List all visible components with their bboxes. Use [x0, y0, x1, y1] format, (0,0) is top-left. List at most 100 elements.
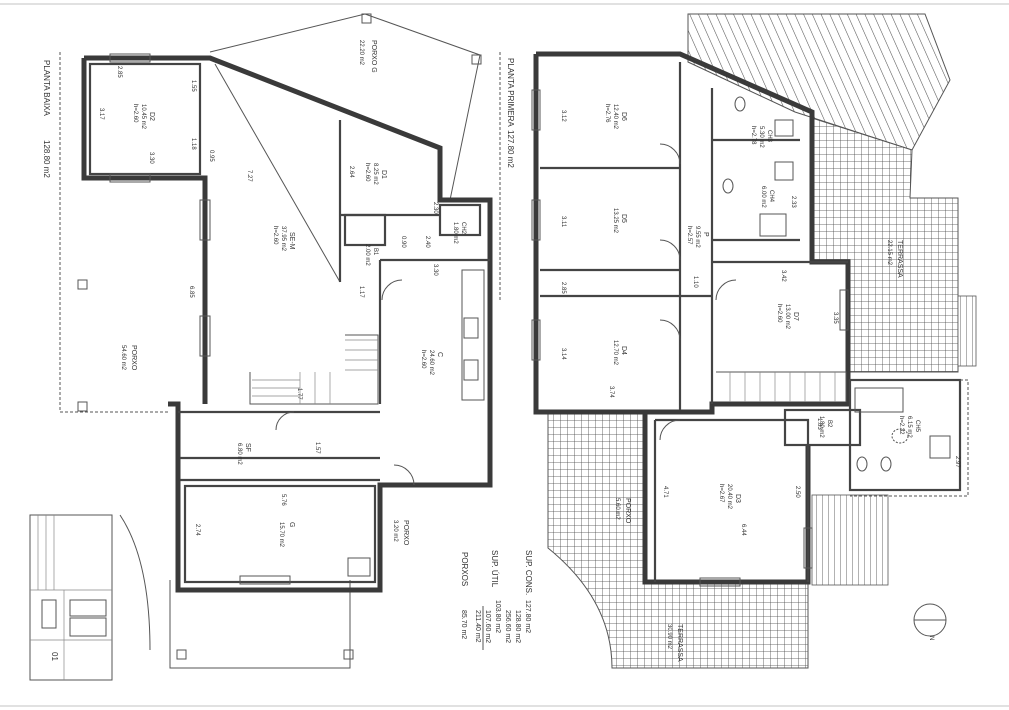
svg-text:9.55 m2: 9.55 m2 [694, 226, 700, 248]
summary-row-util-b: 107.60 m2 [484, 610, 491, 643]
svg-text:PORXO G: PORXO G [370, 40, 377, 73]
svg-text:7.27: 7.27 [246, 170, 252, 182]
svg-text:6.15 m2: 6.15 m2 [906, 416, 912, 438]
room-label-porxo-main: PORXO 54.60 m2 [120, 345, 137, 371]
svg-text:3.14: 3.14 [560, 348, 566, 360]
svg-text:12.40 m2: 12.40 m2 [612, 104, 618, 130]
first-floor-dimensions: 3.12 3.11 2.85 3.14 3.74 1.10 3.42 3.35 … [560, 110, 960, 536]
ground-floor-plan [59, 13, 493, 669]
svg-text:30.90 m2: 30.90 m2 [666, 624, 672, 650]
ground-floor-dimensions: 2.85 3.17 3.30 1.55 1.18 0.95 2.64 2.30 … [98, 66, 438, 536]
svg-text:2.50: 2.50 [794, 486, 800, 498]
summary-row-util-a: 103.80 m2 [494, 600, 501, 633]
ground-floor-area: 128.80 m2 [42, 140, 51, 178]
first-floor-plan [499, 13, 977, 669]
room-label-b2: B2 1.80 m2 [818, 416, 832, 438]
svg-text:SF: SF [244, 443, 251, 452]
svg-text:h=2.76: h=2.76 [604, 104, 610, 123]
svg-text:4.71: 4.71 [662, 486, 668, 498]
svg-text:CH2: CH2 [460, 222, 466, 235]
svg-text:8.25 m2: 8.25 m2 [372, 163, 378, 185]
room-label-porxo-g: PORXO G 22.20 m2 [358, 40, 377, 73]
svg-text:12.70 m2: 12.70 m2 [612, 340, 618, 366]
surface-summary: SUP. CONS. 127.80 m2 128.80 m2 256.60 m2… [460, 550, 533, 650]
room-label-c: C 24.60 m2 h=2.60 [420, 350, 443, 376]
svg-text:h=2.60: h=2.60 [364, 163, 370, 182]
svg-text:10.45 m2: 10.45 m2 [140, 104, 146, 130]
summary-row-cons-b: 128.80 m2 [514, 610, 521, 643]
svg-text:h=2.60: h=2.60 [132, 104, 138, 123]
svg-text:3.17: 3.17 [98, 108, 104, 120]
svg-text:1.80 m2: 1.80 m2 [818, 416, 824, 438]
svg-text:h=2.67: h=2.67 [718, 484, 724, 503]
svg-text:6.85: 6.85 [188, 286, 194, 298]
svg-text:6.00 m2: 6.00 m2 [760, 186, 766, 208]
svg-text:2.00 m2: 2.00 m2 [364, 244, 370, 266]
room-label-porxo-small: PORXO 3.20 m2 [392, 520, 409, 546]
svg-text:G: G [288, 522, 295, 527]
room-label-p: P 9.55 m2 h=2.57 [686, 226, 709, 248]
title-block: 01 [29, 514, 113, 681]
svg-text:B2: B2 [826, 420, 832, 428]
svg-text:20.40 m2: 20.40 m2 [726, 484, 732, 510]
svg-text:3.11: 3.11 [560, 216, 566, 228]
room-label-ch2: CH2 1.80 m2 [452, 222, 466, 244]
svg-text:3.42: 3.42 [780, 270, 786, 282]
svg-text:1.17: 1.17 [358, 286, 364, 298]
svg-text:h=2.60: h=2.60 [420, 350, 426, 369]
svg-text:CH3: CH3 [766, 130, 772, 143]
sheet-number: 01 [50, 652, 59, 661]
room-label-b1: B1 2.00 m2 [364, 244, 378, 266]
svg-text:54.60 m2: 54.60 m2 [120, 345, 126, 371]
room-label-d1: D1 8.25 m2 h=2.60 [364, 163, 387, 185]
svg-text:1.80 m2: 1.80 m2 [452, 222, 458, 244]
svg-text:1.10: 1.10 [692, 276, 698, 288]
svg-text:TERRASSA: TERRASSA [676, 624, 683, 662]
svg-text:2.40: 2.40 [424, 236, 430, 248]
svg-text:22.20 m2: 22.20 m2 [358, 40, 364, 66]
room-label-se-m: SE-M 37.95 m2 h=2.60 [272, 226, 295, 252]
svg-text:D7: D7 [792, 312, 799, 321]
svg-text:D2: D2 [148, 112, 155, 121]
svg-text:3.20 m2: 3.20 m2 [392, 520, 398, 542]
summary-row-cons-a: 127.80 m2 [524, 600, 531, 633]
svg-text:1.77: 1.77 [296, 388, 302, 400]
svg-text:24.60 m2: 24.60 m2 [428, 350, 434, 376]
summary-row-porxos-label: PORXOS [460, 552, 469, 586]
room-label-d4: D4 12.70 m2 [612, 340, 627, 366]
svg-text:5.60 m2: 5.60 m2 [614, 498, 620, 520]
room-label-ch5: CH5 6.15 m2 h=2.32 [898, 416, 920, 438]
room-label-d3: D3 20.40 m2 h=2.67 [718, 484, 741, 510]
svg-text:5.76: 5.76 [280, 494, 286, 506]
svg-text:0.90: 0.90 [400, 236, 406, 248]
summary-row-porxos-a: 85.70 m2 [460, 610, 467, 639]
svg-text:D3: D3 [734, 494, 741, 503]
svg-text:1.57: 1.57 [314, 442, 320, 454]
svg-text:SE-M: SE-M [288, 232, 295, 250]
summary-row-cons-total: 256.60 m2 [504, 610, 511, 643]
room-label-ch4: CH4 6.00 m2 [760, 186, 774, 208]
svg-text:37.95 m2: 37.95 m2 [280, 226, 286, 252]
first-floor-title: PLANTA PRIMERA [506, 58, 515, 127]
svg-text:5.30 m2: 5.30 m2 [758, 126, 764, 148]
svg-text:2.85: 2.85 [560, 282, 566, 294]
svg-text:6.80 m2: 6.80 m2 [236, 443, 242, 465]
svg-text:6.44: 6.44 [740, 524, 746, 536]
svg-text:2.85: 2.85 [116, 66, 122, 78]
svg-text:3.12: 3.12 [560, 110, 566, 122]
svg-text:3.30: 3.30 [432, 264, 438, 276]
svg-text:C: C [436, 352, 443, 357]
room-label-porxo-first: PORXO 5.60 m2 [614, 498, 631, 524]
svg-text:22.15 m2: 22.15 m2 [886, 240, 892, 266]
room-label-ch3: CH3 5.30 m2 h=2.78 [750, 126, 772, 148]
room-label-terrassa-bottom: TERRASSA 30.90 m2 [666, 624, 683, 662]
svg-text:D4: D4 [620, 346, 627, 355]
svg-text:1.55: 1.55 [190, 80, 196, 92]
room-label-d7: D7 13.00 m2 h=2.60 [776, 304, 799, 330]
svg-text:0.95: 0.95 [208, 150, 214, 162]
svg-text:2.30: 2.30 [432, 202, 438, 214]
summary-row-util-label: SUP. ÚTIL [490, 550, 499, 588]
room-label-g: G 15.70 m2 [278, 522, 295, 548]
svg-text:D5: D5 [620, 214, 627, 223]
first-floor-area: 127.80 m2 [506, 130, 515, 168]
